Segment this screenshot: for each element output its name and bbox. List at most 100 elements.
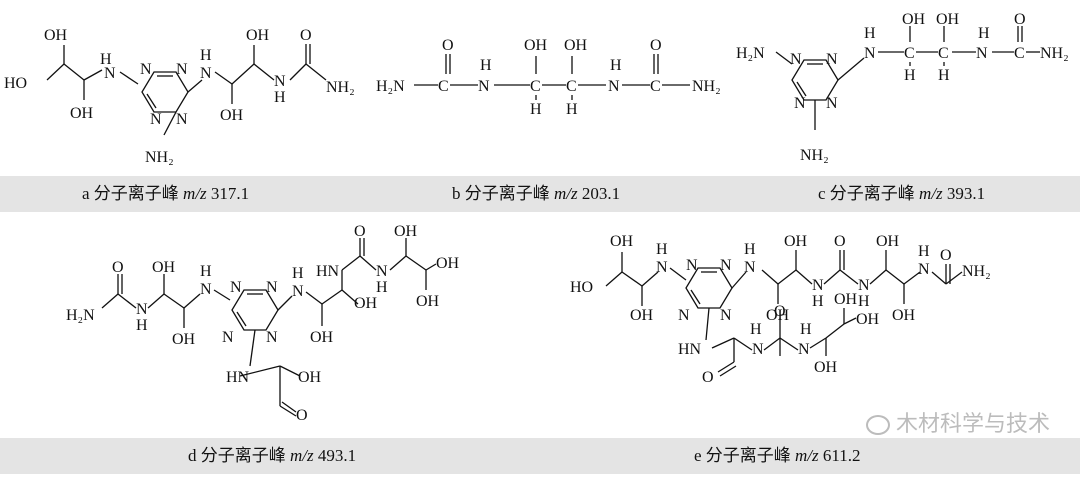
atom-label: O <box>112 259 124 276</box>
atom-label: N <box>274 73 286 90</box>
atom-label: OH <box>834 291 858 308</box>
caption-letter: a <box>82 184 90 203</box>
caption-label: 分子离子峰 <box>829 184 915 203</box>
atom-label: N <box>794 95 806 112</box>
caption-bar-top: a 分子离子峰 m/z 317.1 b 分子离子峰 m/z 203.1 c 分子… <box>0 176 1080 212</box>
atom-label: H <box>812 293 824 310</box>
caption-letter: c <box>818 184 826 203</box>
atom-label: C <box>438 78 449 95</box>
structure-a: OH HO OH H N N N N N NH₂ H N OH OH N H O… <box>0 0 370 176</box>
caption-mz-value: 393.1 <box>946 184 986 203</box>
caption-mz-symbol: m/z <box>290 446 314 465</box>
atom-label: H <box>864 25 876 42</box>
caption-mz-value: 203.1 <box>581 184 621 203</box>
atom-label: N <box>292 283 304 300</box>
atom-label: H <box>610 57 622 74</box>
atom-label: OH <box>416 293 440 310</box>
atom-label: OH <box>44 27 68 44</box>
atom-label: HN <box>678 341 702 358</box>
atom-label: OH <box>70 105 94 122</box>
atom-label: N <box>826 95 838 112</box>
caption-d: d 分子离子峰 m/z 493.1 <box>188 438 356 474</box>
structure-b: H₂N C O H N OH C H OH C H H N O C NH₂ <box>370 0 730 176</box>
atom-label: N <box>136 301 148 318</box>
atom-label: O <box>442 37 454 54</box>
atom-label: OH <box>936 11 960 28</box>
atom-label: H <box>136 317 148 334</box>
structure-e: HO OH OH H N N N N N HN H N OH OH N H O … <box>566 216 1080 438</box>
atom-label: O <box>300 27 312 44</box>
atom-label: N <box>230 279 242 296</box>
atom-label: N <box>478 78 490 95</box>
atom-label: OH <box>394 223 418 240</box>
caption-label: 分子离子峰 <box>705 446 791 465</box>
atom-label: H <box>200 263 212 280</box>
atom-label: N <box>140 61 152 78</box>
atom-label: N <box>812 277 824 294</box>
atom-label: O <box>296 407 308 424</box>
atom-label: OH <box>902 11 926 28</box>
atom-label: N <box>266 279 278 296</box>
atom-label: N <box>798 341 810 358</box>
atom-label: HO <box>4 75 27 92</box>
atom-label: N <box>686 257 698 274</box>
structure-d: H₂N O N H OH OH H N N N N N HN OH O H N … <box>60 216 480 438</box>
atom-label: O <box>702 369 714 386</box>
atom-label: OH <box>220 107 244 124</box>
structure-a-drawing: OH HO OH H N N N N N NH₂ H N OH OH N H O… <box>4 27 355 166</box>
atom-label: N <box>976 45 988 62</box>
atom-label: O <box>650 37 662 54</box>
atom-label: NH₂ <box>962 263 991 280</box>
atom-label: OH <box>814 359 838 376</box>
atom-label: N <box>720 307 732 324</box>
atom-label: O <box>774 303 786 320</box>
atom-label: OH <box>610 233 634 250</box>
atom-label: N <box>858 277 870 294</box>
atom-label: C <box>938 45 949 62</box>
atom-label: N <box>176 61 188 78</box>
atom-label: H <box>978 25 990 42</box>
caption-a: a 分子离子峰 m/z 317.1 <box>82 176 249 212</box>
atom-label: H <box>566 101 578 118</box>
atom-label: N <box>656 259 668 276</box>
atom-label: NH₂ <box>326 79 355 96</box>
caption-mz-value: 493.1 <box>317 446 357 465</box>
atom-label: OH <box>436 255 460 272</box>
atom-label: HN <box>226 369 250 386</box>
atom-label: N <box>608 78 620 95</box>
atom-label: OH <box>630 307 654 324</box>
atom-label: OH <box>766 307 790 324</box>
caption-label: 分子离子峰 <box>464 184 550 203</box>
atom-label: H <box>656 241 668 258</box>
atom-label: H₂N <box>66 307 95 324</box>
structure-b-drawing: H₂N C O H N OH C H OH C H H N O C NH₂ <box>376 37 721 118</box>
atom-label: N <box>376 263 388 280</box>
atom-label: OH <box>298 369 322 386</box>
atom-label: H <box>274 89 286 106</box>
atom-label: H <box>292 265 304 282</box>
atom-label: N <box>150 111 162 128</box>
atom-label: N <box>104 65 116 82</box>
atom-label: H <box>376 279 388 296</box>
atom-label: C <box>904 45 915 62</box>
caption-e: e 分子离子峰 m/z 611.2 <box>694 438 861 474</box>
caption-c: c 分子离子峰 m/z 393.1 <box>818 176 985 212</box>
caption-mz-symbol: m/z <box>554 184 578 203</box>
atom-label: OH <box>784 233 808 250</box>
atom-label: N <box>222 329 234 346</box>
atom-label: H <box>904 67 916 84</box>
atom-label: N <box>826 51 838 68</box>
wechat-icon <box>865 415 890 435</box>
atom-label: O <box>940 247 952 264</box>
structure-e-drawing: HO OH OH H N N N N N HN H N OH OH N H O … <box>570 233 991 386</box>
atom-label: OH <box>856 311 880 328</box>
atom-label: H <box>530 101 542 118</box>
watermark-text: 木材科学与技术 <box>895 412 1050 437</box>
atom-label: N <box>744 259 756 276</box>
atom-label: OH <box>564 37 588 54</box>
watermark: 木材科学与技术 <box>865 406 1050 438</box>
atom-label: OH <box>246 27 270 44</box>
atom-label: OH <box>310 329 334 346</box>
structure-c-drawing: H₂N N N N N NH₂ N H OH C H OH C H H N O … <box>736 11 1069 164</box>
atom-label: H <box>938 67 950 84</box>
